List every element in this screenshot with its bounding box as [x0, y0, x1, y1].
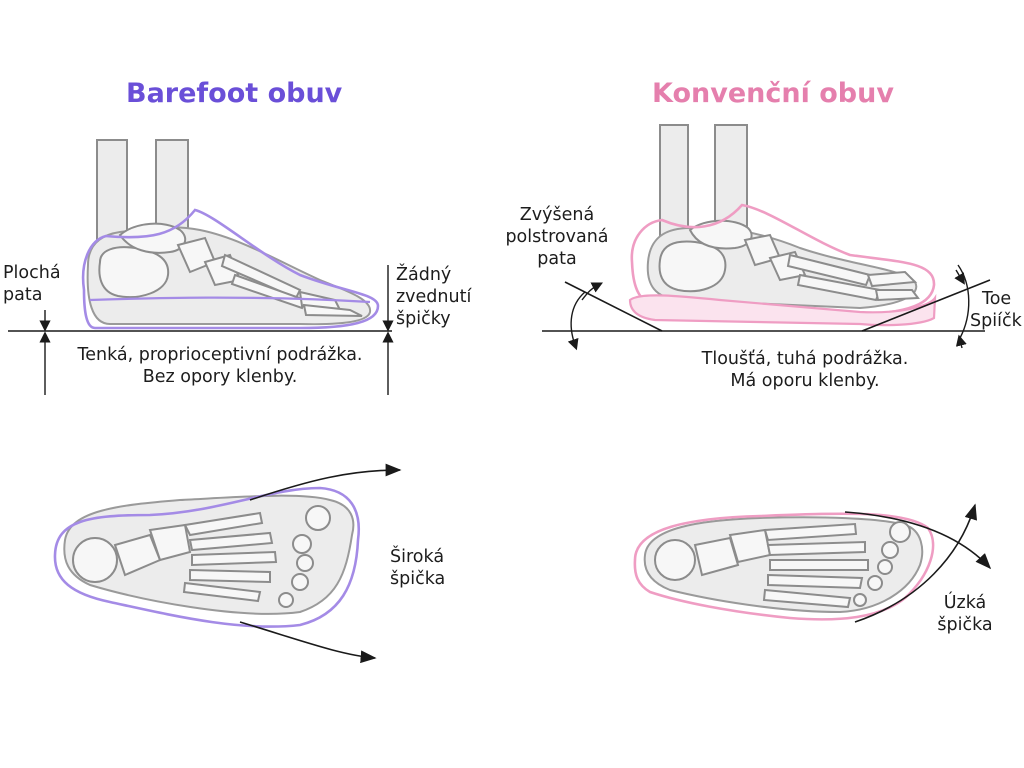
barefoot-toe-label-line3: špičky: [396, 308, 471, 330]
conventional-sole-label-line1: Tloušťá, tuhá podrážka.: [655, 348, 955, 370]
conventional-toe-label-line1: Toe: [970, 288, 1024, 310]
barefoot-top-foot: [55, 488, 359, 627]
conventional-sole-label: Tloušťá, tuhá podrážka. Má oporu klenby.: [655, 348, 955, 392]
conventional-width-label-line2: špička: [920, 614, 1010, 636]
conventional-heel-label: Zvýšená polstrovaná pata: [482, 204, 632, 270]
barefoot-title: Barefoot obuv: [126, 78, 342, 109]
barefoot-width-label: Široká špička: [390, 546, 445, 590]
barefoot-sole-label-line2: Bez opory klenby.: [60, 366, 380, 388]
barefoot-width-label-line1: Široká: [390, 546, 445, 568]
conventional-width-label-line1: Úzká: [920, 592, 1010, 614]
barefoot-sole-label: Tenká, proprioceptivní podrážka. Bez opo…: [60, 344, 380, 388]
conventional-sole-label-line2: Má oporu klenby.: [655, 370, 955, 392]
conventional-heel-label-line2: polstrovaná: [482, 226, 632, 248]
barefoot-sole-label-line1: Tenká, proprioceptivní podrážka.: [60, 344, 380, 366]
conventional-title: Konvenční obuv: [652, 78, 894, 109]
conventional-side-foot: [630, 125, 935, 325]
barefoot-heel-label-line1: Plochá: [3, 262, 61, 284]
barefoot-width-label-line2: špička: [390, 568, 445, 590]
barefoot-side-foot: [83, 140, 378, 328]
conventional-toe-label: Toe Spiíčk: [970, 288, 1024, 332]
barefoot-toe-label-line1: Žádný: [396, 264, 471, 286]
conventional-top-foot: [635, 514, 933, 620]
barefoot-heel-label-line2: pata: [3, 284, 61, 306]
conventional-toe-label-line2: Spiíčk: [970, 310, 1024, 332]
conventional-width-label: Úzká špička: [920, 592, 1010, 636]
conventional-heel-label-line1: Zvýšená: [482, 204, 632, 226]
conventional-heel-label-line3: pata: [482, 248, 632, 270]
barefoot-heel-label: Plochá pata: [3, 262, 61, 306]
barefoot-toe-label-line2: zvednutí: [396, 286, 471, 308]
barefoot-toe-label: Žádný zvednutí špičky: [396, 264, 471, 330]
